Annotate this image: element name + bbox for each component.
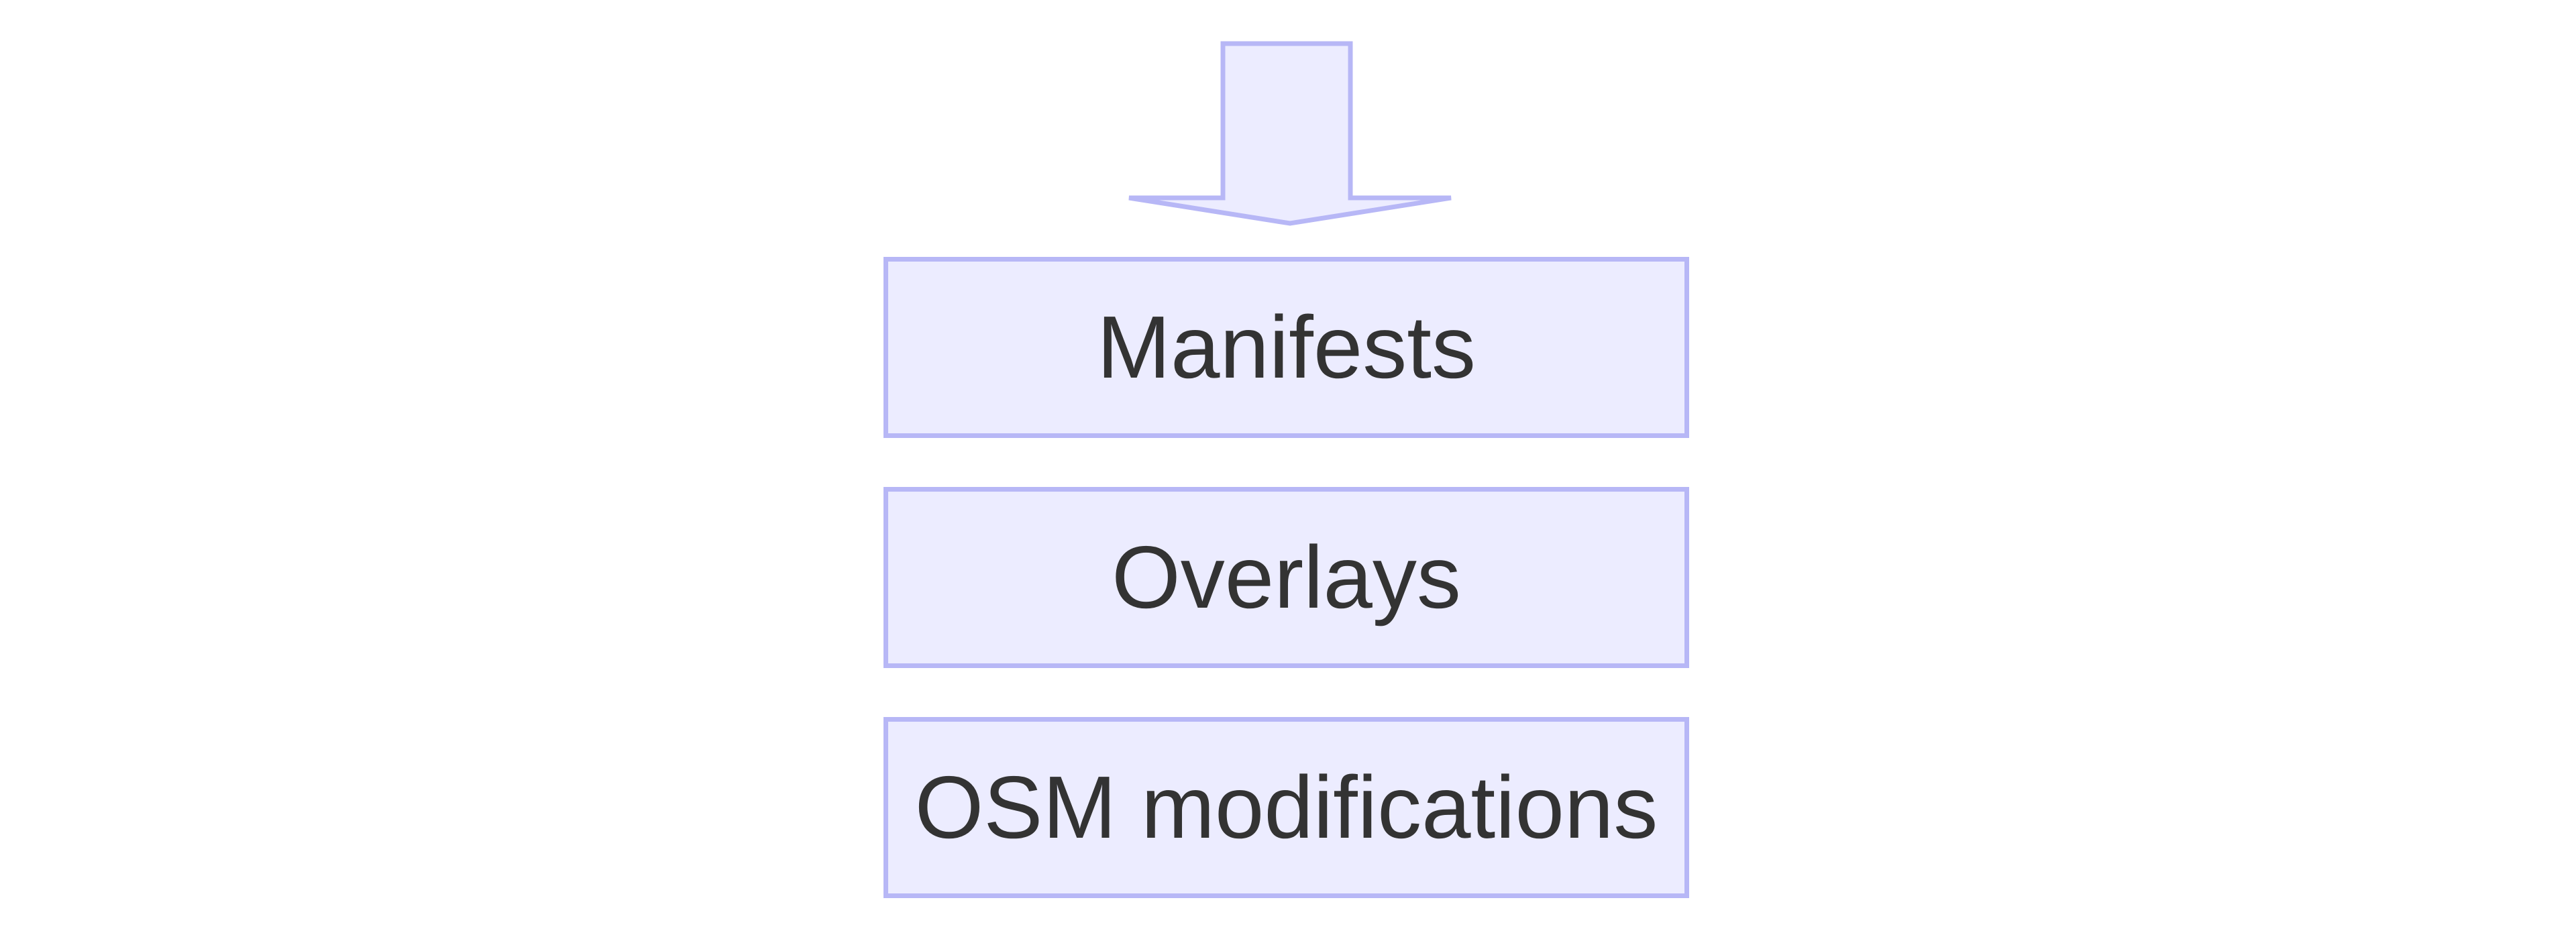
down-arrow-icon xyxy=(1128,41,1452,226)
manifests-label: Manifests xyxy=(1097,298,1476,396)
entry-arrow-shape xyxy=(1128,41,1452,226)
manifests-block: Manifests xyxy=(883,257,1689,438)
osm-modifications-block: OSM modifications xyxy=(883,717,1689,898)
overlays-label: Overlays xyxy=(1112,528,1461,626)
osm-modifications-label: OSM modifications xyxy=(914,758,1658,857)
overlays-block: Overlays xyxy=(883,487,1689,668)
